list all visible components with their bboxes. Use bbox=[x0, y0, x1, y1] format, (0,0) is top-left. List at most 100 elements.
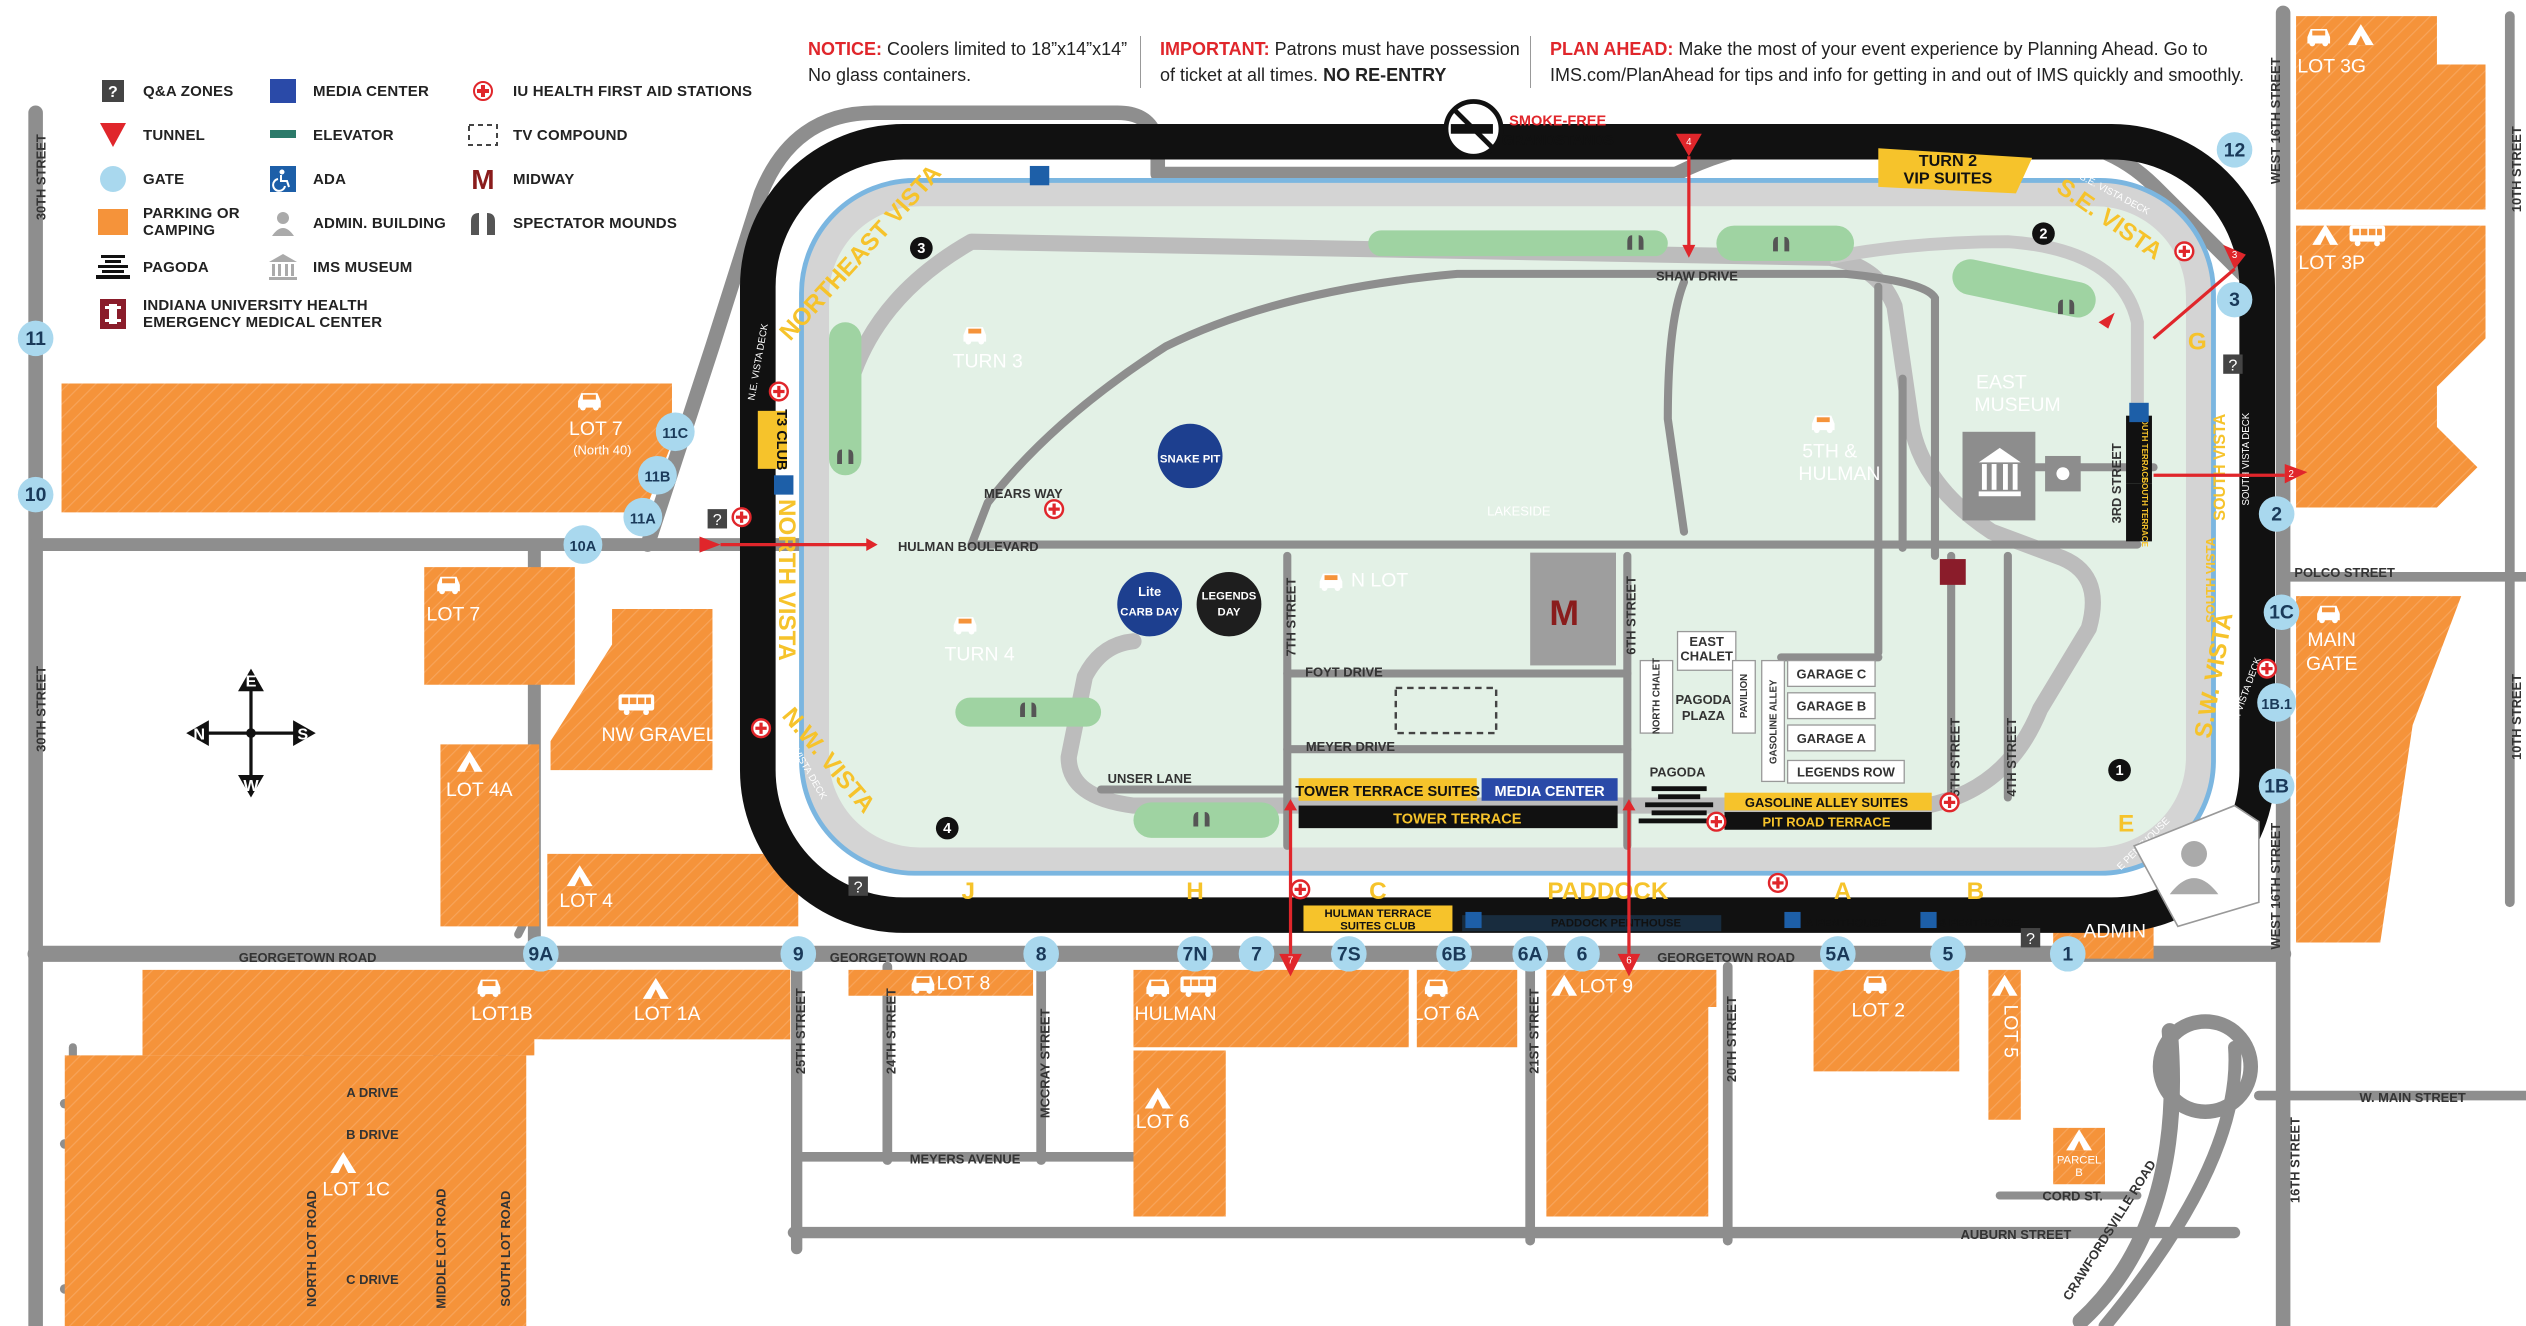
gate-10a-marker[interactable] bbox=[563, 525, 603, 564]
lot-7-label: LOT 7 bbox=[427, 603, 481, 625]
gate-7-marker[interactable] bbox=[1238, 936, 1275, 972]
t3-club-label: T3 CLUB bbox=[773, 409, 789, 470]
paddock-label: PADDOCK bbox=[1547, 878, 1668, 905]
smoke-free-line1: SMOKE-FREE bbox=[1509, 114, 1606, 130]
question-box-icon: ? bbox=[95, 75, 131, 107]
lot-3p-label: LOT 3P bbox=[2298, 252, 2365, 274]
gate-11a-marker[interactable] bbox=[623, 497, 663, 537]
media-center-label: MEDIA CENTER bbox=[1494, 784, 1605, 800]
lot-6-label: LOT 6 bbox=[1136, 1111, 1190, 1133]
gate-10a-label: 10A bbox=[570, 539, 597, 555]
south-terrace-label: SOUTH TERRACE bbox=[2140, 413, 2149, 483]
gate-9a-marker[interactable] bbox=[523, 936, 559, 972]
gate-5a-marker[interactable] bbox=[1820, 936, 1856, 972]
gate-11c-marker[interactable] bbox=[655, 412, 695, 452]
lakeside-label: LAKESIDE bbox=[1487, 504, 1551, 519]
lot-3g-area[interactable] bbox=[2296, 16, 2486, 210]
gate-1-marker[interactable] bbox=[2049, 936, 2086, 972]
south-vista-label: SOUTH VISTA bbox=[2211, 413, 2229, 520]
gate-10-marker[interactable] bbox=[17, 476, 54, 513]
legend-ada: ADA bbox=[265, 163, 346, 195]
museum-building[interactable] bbox=[1962, 431, 2036, 521]
gate-7s-marker[interactable] bbox=[1331, 936, 1367, 972]
gate-icon bbox=[95, 163, 131, 195]
polco-street-label: POLCO STREET bbox=[2294, 565, 2395, 580]
b-drive-label: B DRIVE bbox=[346, 1127, 399, 1142]
legend-midway: M MIDWAY bbox=[465, 163, 575, 195]
lot-6-area[interactable] bbox=[1133, 1050, 1226, 1217]
notice-divider bbox=[1140, 36, 1141, 88]
20th-street-label: 20TH STREET bbox=[1724, 996, 1739, 1082]
a-penthouse-label: A PENTHOUSE bbox=[1805, 917, 1887, 929]
gate-6a-label: 6A bbox=[1518, 943, 1543, 965]
hulman-terrace-1: HULMAN TERRACE bbox=[1324, 908, 1431, 920]
qa-zones: ? ? ? ? bbox=[707, 354, 2243, 948]
spectator-mounds-icon bbox=[465, 207, 501, 239]
gate-11b-marker[interactable] bbox=[637, 455, 677, 495]
gate-8-marker[interactable] bbox=[1023, 936, 1059, 972]
lot-9-area[interactable] bbox=[1546, 969, 1717, 1217]
gate-9-marker[interactable] bbox=[780, 936, 817, 972]
mccray-street-label: MCCRAY STREET bbox=[1037, 1009, 1052, 1119]
tower-terrace-label: TOWER TERRACE bbox=[1393, 811, 1522, 827]
b-penthouse-label: B PENTHOUSE bbox=[1938, 917, 2020, 929]
gate-5-marker[interactable] bbox=[1930, 936, 1966, 972]
iu-medical-center-map bbox=[1939, 559, 1966, 585]
legends-day-logo-1: LEGENDS bbox=[1202, 590, 1257, 602]
lot-4a-area[interactable] bbox=[440, 744, 540, 927]
6th-street-label: 6TH STREET bbox=[1623, 576, 1638, 655]
lot-5-area[interactable] bbox=[1988, 969, 2021, 1120]
lot-1c-area[interactable] bbox=[64, 1055, 527, 1326]
tunnel-7: 7 bbox=[1288, 956, 1293, 967]
gate-1b-1-label: 1B.1 bbox=[2261, 697, 2292, 713]
gate-7s-label: 7S bbox=[1337, 943, 1361, 965]
gate-7n-marker[interactable] bbox=[1177, 936, 1213, 972]
grandstand-e: E bbox=[2118, 810, 2134, 837]
media-center-icon bbox=[265, 75, 301, 107]
lot-1a-label: LOT 1A bbox=[634, 1003, 701, 1025]
main-gate-area[interactable] bbox=[2296, 596, 2462, 943]
lot-7n-area[interactable] bbox=[61, 383, 672, 513]
gate-1b-1-marker[interactable] bbox=[2257, 683, 2297, 722]
gate-6b-marker[interactable] bbox=[1436, 936, 1472, 972]
nw-gravel-area[interactable] bbox=[550, 609, 713, 771]
gate-2-marker[interactable] bbox=[2258, 496, 2295, 532]
legend-admin: ADMIN. BUILDING bbox=[265, 207, 446, 239]
gate-3-marker[interactable] bbox=[2216, 281, 2253, 318]
lot-1a-area[interactable] bbox=[542, 969, 791, 1040]
svg-text:?: ? bbox=[2026, 930, 2035, 948]
gate-11-marker[interactable] bbox=[17, 320, 54, 357]
midway-icon: M bbox=[465, 163, 501, 195]
parcel-b-area[interactable] bbox=[2053, 1127, 2105, 1185]
grandstand-j: J bbox=[962, 878, 976, 905]
lot-4-area[interactable] bbox=[547, 853, 799, 927]
legend-mounds: SPECTATOR MOUNDS bbox=[465, 207, 677, 239]
turn-4-label: TURN 4 bbox=[945, 644, 1015, 666]
oval-track bbox=[739, 124, 2276, 933]
first-aid-stations bbox=[731, 241, 2278, 900]
grandstand-g: G bbox=[2188, 329, 2207, 356]
gate-6a-marker[interactable] bbox=[1512, 936, 1548, 972]
lot-8-area[interactable] bbox=[848, 969, 1034, 996]
fifth-hulman-label-1: 5TH & bbox=[1802, 441, 1857, 463]
east-chalet-label-1: EAST bbox=[1689, 634, 1724, 649]
hulman-boulevard-label: HULMAN BOULEVARD bbox=[898, 539, 1039, 554]
gate-7n-label: 7N bbox=[1183, 943, 1208, 965]
lot-3p-area[interactable] bbox=[2296, 225, 2486, 508]
gate-1b-marker[interactable] bbox=[2258, 768, 2295, 804]
georgetown-road-3-label: GEORGETOWN ROAD bbox=[1657, 950, 1795, 965]
svg-text:M: M bbox=[471, 166, 495, 192]
gate-12-marker[interactable] bbox=[2216, 132, 2253, 168]
gate-1c-marker[interactable] bbox=[2263, 594, 2300, 630]
mears-way-label: MEARS WAY bbox=[984, 486, 1063, 501]
pagoda-icon bbox=[95, 251, 131, 283]
lot-7-area[interactable] bbox=[424, 567, 575, 685]
shaw-drive-label: SHAW DRIVE bbox=[1656, 268, 1738, 283]
lot-2-area[interactable] bbox=[1813, 969, 1960, 1072]
paddock-penthouse-label: PADDOCK PENTHOUSE bbox=[1551, 917, 1682, 929]
midway-area[interactable] bbox=[1530, 552, 1616, 666]
lot-7-north-label: LOT 7 bbox=[569, 418, 623, 440]
gate-6-marker[interactable] bbox=[1564, 936, 1600, 972]
georgetown-road-2-label: GEORGETOWN ROAD bbox=[830, 950, 968, 965]
